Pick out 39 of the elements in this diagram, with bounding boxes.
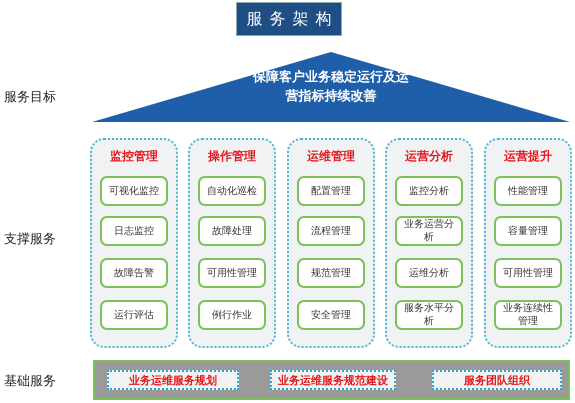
service-item: 例行作业 <box>198 300 266 330</box>
service-column <box>287 138 375 348</box>
service-item: 业务连续性管理 <box>494 300 562 330</box>
goal-triangle <box>92 52 570 122</box>
layer-label: 服务目标 <box>4 89 56 106</box>
service-item: 可用性管理 <box>198 258 266 288</box>
service-item: 运行评估 <box>100 300 168 330</box>
column-heading: 操作管理 <box>206 148 257 165</box>
service-item: 可用性管理 <box>494 258 562 288</box>
column-heading: 运营分析 <box>404 148 454 165</box>
column-heading: 运营提升 <box>503 148 553 165</box>
foundation-item: 服务团队组织 <box>432 370 562 390</box>
service-item: 自动化巡检 <box>198 176 266 206</box>
foundation-item: 业务运维服务规范建设 <box>270 370 396 390</box>
service-column <box>188 138 276 348</box>
service-item: 日志监控 <box>100 216 168 246</box>
service-item: 服务水平分析 <box>395 300 463 330</box>
service-item: 故障处理 <box>198 216 266 246</box>
service-item: 配置管理 <box>297 176 365 206</box>
service-item: 故障告警 <box>100 258 168 288</box>
service-item: 规范管理 <box>297 258 365 288</box>
service-item: 流程管理 <box>297 216 365 246</box>
title-banner: 服务架构 <box>236 2 342 36</box>
service-item: 可视化监控 <box>100 176 168 206</box>
service-column <box>90 138 178 348</box>
layer-label: 基础服务 <box>4 373 56 390</box>
service-column <box>484 138 572 348</box>
service-item: 运维分析 <box>395 258 463 288</box>
service-item: 容量管理 <box>494 216 562 246</box>
service-item: 业务运营分析 <box>395 216 463 246</box>
foundation-item: 业务运维服务规划 <box>107 370 239 390</box>
column-heading: 监控管理 <box>109 148 159 165</box>
service-item: 性能管理 <box>494 176 562 206</box>
service-item: 监控分析 <box>395 176 463 206</box>
layer-label: 支撑服务 <box>4 231 56 248</box>
service-item: 安全管理 <box>297 300 365 330</box>
foundation-panel <box>93 360 570 400</box>
column-heading: 运维管理 <box>306 148 356 165</box>
service-column <box>385 138 473 348</box>
